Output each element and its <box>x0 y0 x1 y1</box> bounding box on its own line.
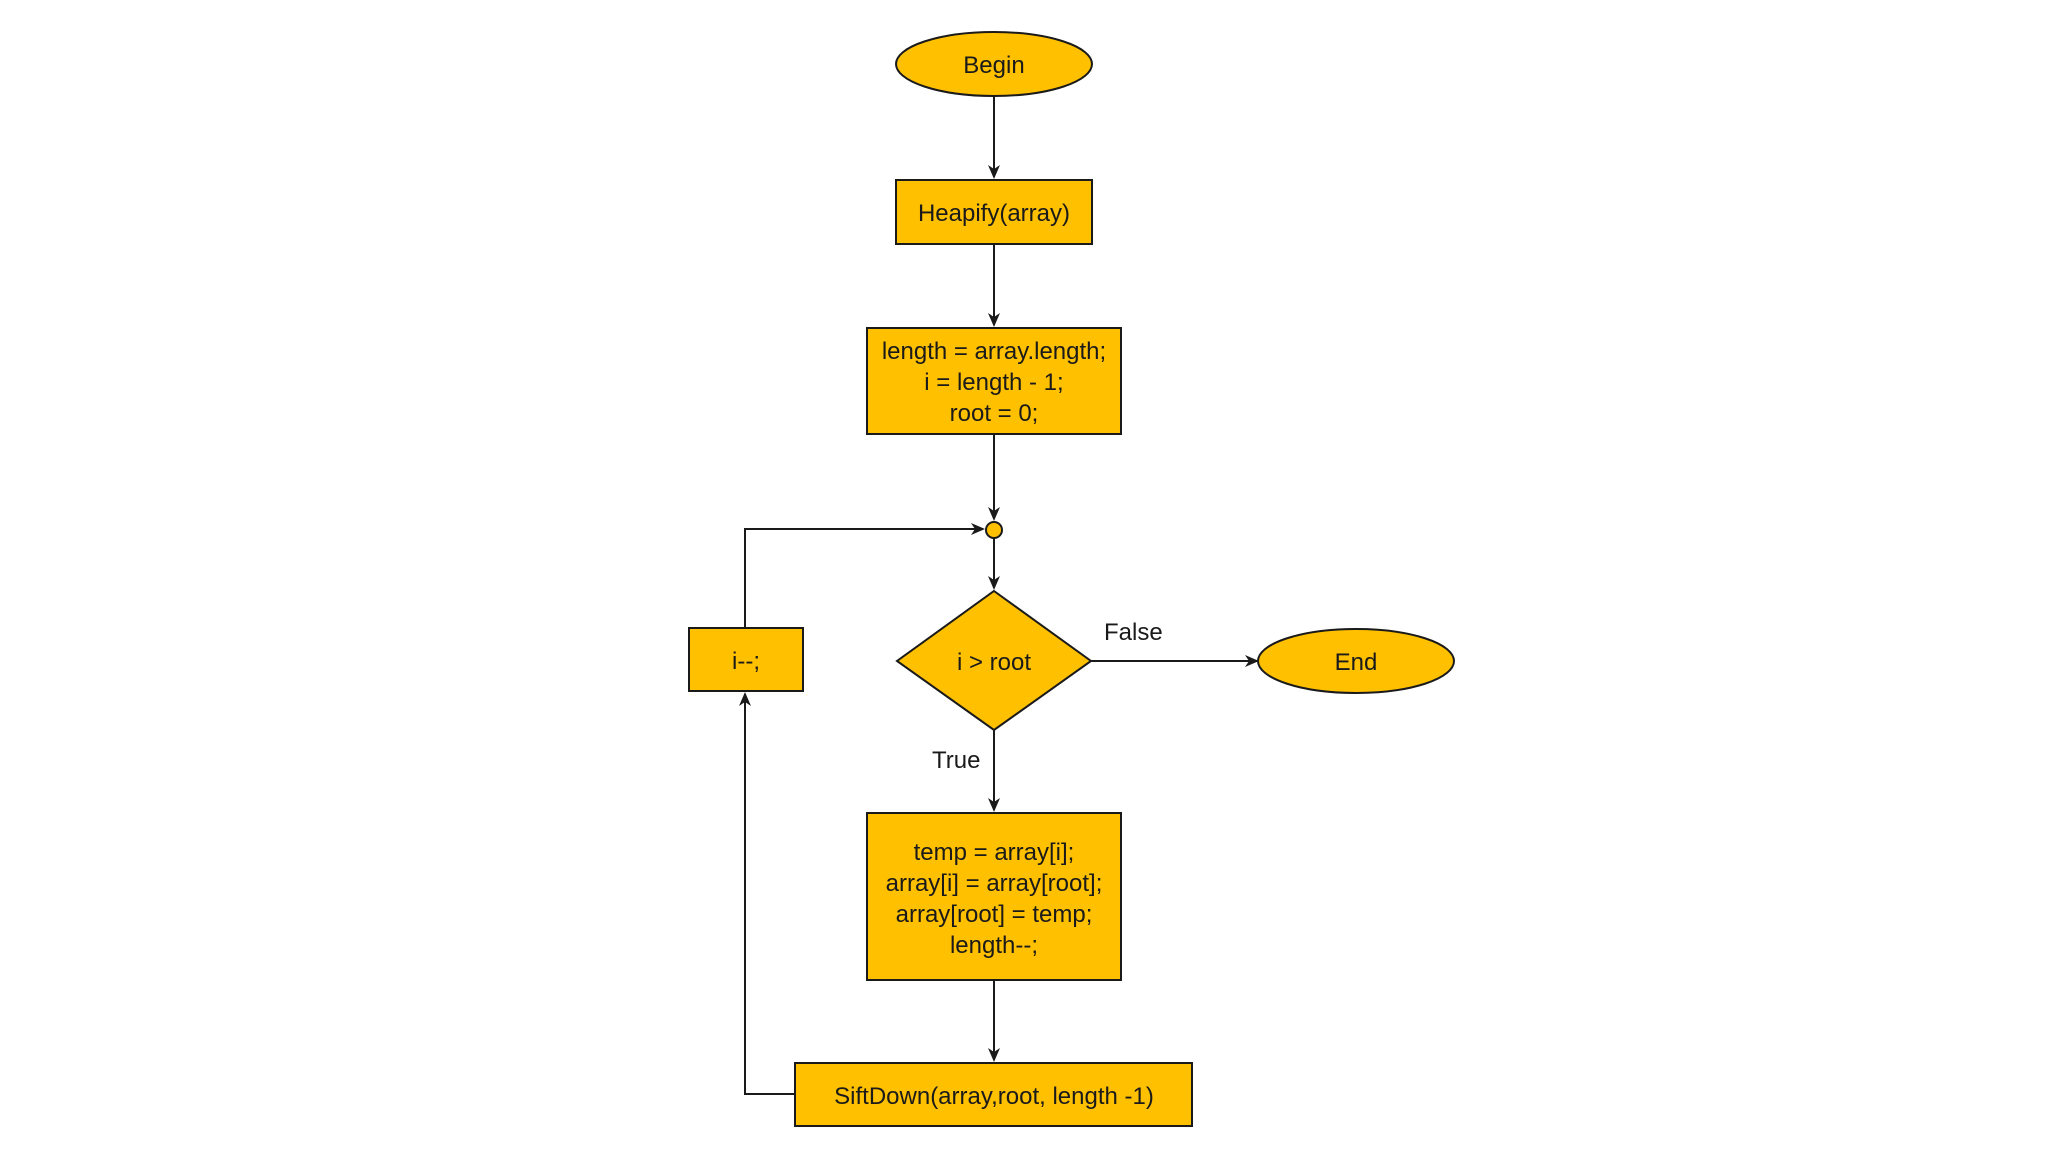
decrement-rect <box>688 627 804 692</box>
init-node: length = array.length; i = length - 1; r… <box>866 327 1122 435</box>
siftdown-node: SiftDown(array,root, length -1) <box>794 1062 1193 1127</box>
swap-line-1: temp = array[i]; <box>914 839 1075 866</box>
decision-node: i > root <box>895 589 1093 732</box>
siftdown-rect <box>794 1062 1193 1127</box>
end-label: End <box>1335 649 1378 676</box>
siftdown-label: SiftDown(array,root, length -1) <box>834 1083 1154 1110</box>
init-line-3: root = 0; <box>950 400 1039 427</box>
init-line-2: i = length - 1; <box>924 369 1063 396</box>
end-node: End <box>1257 628 1455 694</box>
decision-label: i > root <box>957 649 1031 676</box>
decrement-node: i--; <box>688 627 804 692</box>
heapify-node: Heapify(array) <box>895 179 1093 245</box>
edge-label-true: True <box>932 747 980 774</box>
swap-line-3: array[root] = temp; <box>896 901 1093 928</box>
begin-label: Begin <box>963 52 1024 79</box>
swap-rect <box>866 812 1122 981</box>
decrement-label: i--; <box>732 648 760 675</box>
end-ellipse <box>1257 628 1455 694</box>
swap-line-2: array[i] = array[root]; <box>886 870 1103 897</box>
loop-junction <box>985 521 1003 539</box>
heapify-label: Heapify(array) <box>918 200 1070 227</box>
edge-decrement-to-junction <box>744 523 985 628</box>
edges <box>739 97 1259 1095</box>
edge-siftdown-to-decrement <box>739 692 795 1095</box>
init-line-1: length = array.length; <box>882 338 1106 365</box>
swap-node: temp = array[i]; array[i] = array[root];… <box>866 812 1122 981</box>
heapify-rect <box>895 179 1093 245</box>
decision-diamond <box>895 589 1093 732</box>
begin-node: Begin <box>895 31 1093 97</box>
swap-line-4: length--; <box>950 932 1038 959</box>
init-rect <box>866 327 1122 435</box>
begin-ellipse <box>895 31 1093 97</box>
edge-label-false: False <box>1104 619 1163 646</box>
